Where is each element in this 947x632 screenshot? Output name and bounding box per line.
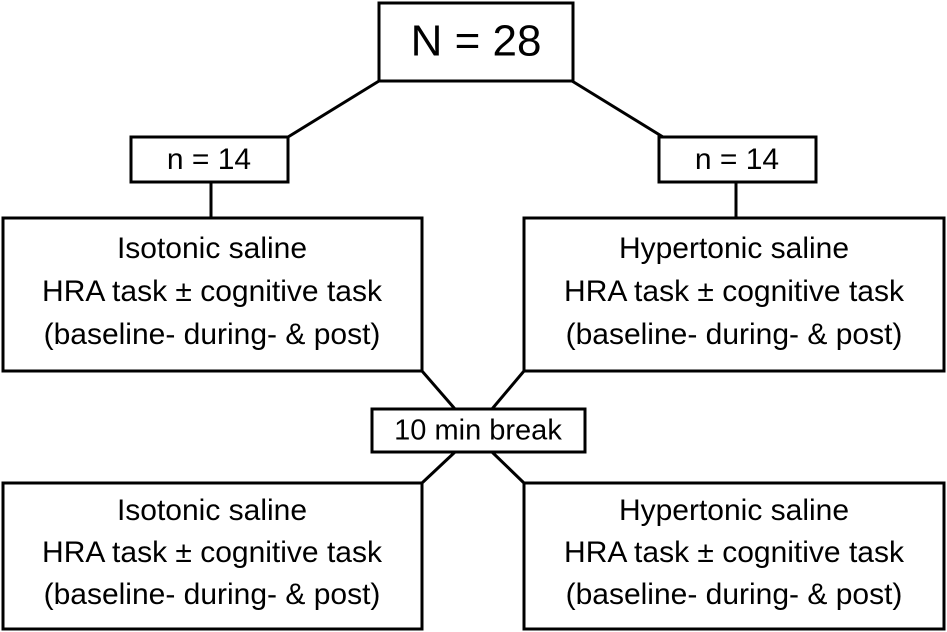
node-total-box [377,1,575,83]
node-hypertonic-first-line2: HRA task ± cognitive task [564,275,905,308]
node-left-group-label: n = 14 [167,143,251,176]
node-break-label: 10 min break [394,415,562,447]
node-hypertonic-first-session: Hypertonic saline HRA task ± cognitive t… [522,216,946,373]
node-hypertonic-second-line2: HRA task ± cognitive task [564,536,905,569]
connector-total-to-left-group [287,79,380,139]
node-hypertonic-second-line3: (baseline- during- & post) [566,578,903,611]
node-hypertonic-first-box [522,216,946,373]
node-isotonic-second-line2: HRA task ± cognitive task [42,536,383,569]
node-break: 10 min break [370,407,587,454]
node-right-group-count: n = 14 [657,135,818,184]
node-hypertonic-first-line3: (baseline- during- & post) [566,318,903,351]
connector-total-to-right-group [571,79,664,139]
node-right-group-box [657,135,818,184]
node-isotonic-first-line3: (baseline- during- & post) [44,318,381,351]
node-isotonic-first-session: Isotonic saline HRA task ± cognitive tas… [1,216,424,373]
node-isotonic-first-line1: Isotonic saline [117,232,307,265]
node-hypertonic-second-line1: Hypertonic saline [619,494,849,527]
connector-hypertonic-to-break [490,370,526,410]
connector-isotonic-to-break [420,370,457,410]
connector-break-to-isotonic-second [420,450,457,485]
node-hypertonic-first-line1: Hypertonic saline [619,232,849,265]
node-hypertonic-second-session: Hypertonic saline HRA task ± cognitive t… [522,481,946,631]
node-isotonic-second-box [1,481,424,631]
node-break-box [370,407,587,454]
node-left-group-box [129,135,290,184]
node-isotonic-second-session: Isotonic saline HRA task ± cognitive tas… [1,481,424,631]
node-total-participants: N = 28 [377,1,575,83]
connector-break-to-hypertonic-second [490,450,526,485]
node-right-group-label: n = 14 [695,143,779,176]
node-hypertonic-second-box [522,481,946,631]
node-left-group-count: n = 14 [129,135,290,184]
node-total-label: N = 28 [411,17,542,66]
node-isotonic-second-line3: (baseline- during- & post) [44,578,381,611]
node-isotonic-first-line2: HRA task ± cognitive task [42,275,383,308]
node-isotonic-first-box [1,216,424,373]
node-isotonic-second-line1: Isotonic saline [117,494,307,527]
